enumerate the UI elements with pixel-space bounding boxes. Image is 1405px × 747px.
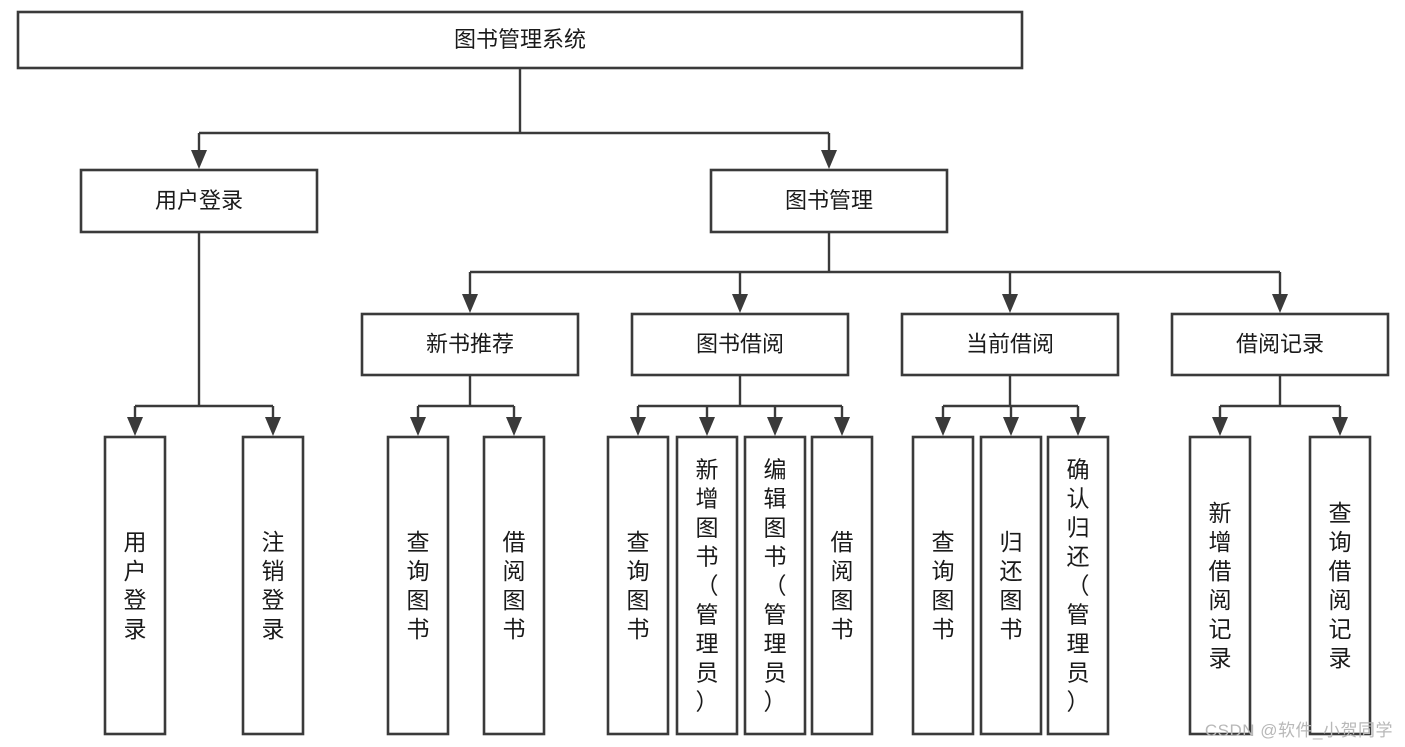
node-box	[241, 435, 305, 736]
node-leaf12[interactable]: 新增借阅记录	[1188, 435, 1252, 736]
node-box	[630, 312, 850, 377]
node-label: 归还图书	[1000, 529, 1023, 642]
node-current[interactable]: 当前借阅	[900, 312, 1120, 377]
node-label: 用户登录	[124, 529, 147, 642]
node-box	[606, 435, 670, 736]
node-label: 查询借阅记录	[1329, 500, 1352, 671]
node-leaf6[interactable]: 新增图书（管理员）	[675, 435, 739, 736]
node-label: 新书推荐	[426, 331, 514, 356]
arrow-head-icon	[1070, 417, 1086, 436]
arrow-head-icon	[462, 294, 478, 313]
arrow-head-icon	[1002, 294, 1018, 313]
arrow-head-icon	[821, 150, 837, 169]
arrow-head-icon	[191, 150, 207, 169]
arrow-head-icon	[410, 417, 426, 436]
node-box	[743, 435, 807, 736]
node-label: 编辑图书（管理员）	[764, 457, 787, 715]
node-box	[386, 435, 450, 736]
node-box	[79, 168, 319, 234]
node-box	[1170, 312, 1390, 377]
node-leaf5[interactable]: 查询图书	[606, 435, 670, 736]
node-label: 图书借阅	[696, 331, 784, 356]
node-label: 查询图书	[407, 529, 430, 642]
node-label: 查询图书	[932, 529, 955, 642]
arrow-head-icon	[767, 417, 783, 436]
arrow-head-icon	[834, 417, 850, 436]
arrow-head-icon	[699, 417, 715, 436]
node-box	[675, 435, 739, 736]
node-label: 借阅记录	[1236, 331, 1324, 356]
node-box	[911, 435, 975, 736]
node-root[interactable]: 图书管理系统	[16, 10, 1024, 70]
arrow-head-icon	[265, 417, 281, 436]
node-box	[1046, 435, 1110, 736]
node-leaf13[interactable]: 查询借阅记录	[1308, 435, 1372, 736]
node-leaf9[interactable]: 查询图书	[911, 435, 975, 736]
node-label: 注销登录	[262, 529, 285, 642]
arrow-head-icon	[1272, 294, 1288, 313]
arrow-head-icon	[630, 417, 646, 436]
arrow-head-icon	[1332, 417, 1348, 436]
node-box	[1308, 435, 1372, 736]
edges-layer	[127, 68, 1348, 436]
node-box	[979, 435, 1043, 736]
arrow-head-icon	[1212, 417, 1228, 436]
node-leaf3[interactable]: 查询图书	[386, 435, 450, 736]
node-label: 借阅图书	[831, 529, 854, 642]
node-box	[16, 10, 1024, 70]
node-label: 图书管理系统	[454, 27, 586, 52]
node-label: 新增借阅记录	[1209, 500, 1232, 671]
nodes-layer: 图书管理系统用户登录图书管理新书推荐图书借阅当前借阅借阅记录用户登录注销登录查询…	[16, 10, 1390, 736]
node-label: 查询图书	[627, 529, 650, 642]
node-box	[709, 168, 949, 234]
node-leaf11[interactable]: 确认归还（管理员）	[1046, 435, 1110, 736]
node-label: 用户登录	[155, 188, 243, 213]
node-box	[360, 312, 580, 377]
node-leaf10[interactable]: 归还图书	[979, 435, 1043, 736]
node-leaf8[interactable]: 借阅图书	[810, 435, 874, 736]
arrow-head-icon	[506, 417, 522, 436]
node-leaf7[interactable]: 编辑图书（管理员）	[743, 435, 807, 736]
node-box	[810, 435, 874, 736]
node-bookmgmt[interactable]: 图书管理	[709, 168, 949, 234]
arrow-head-icon	[732, 294, 748, 313]
node-label: 借阅图书	[503, 529, 526, 642]
node-label: 图书管理	[785, 188, 873, 213]
node-box	[103, 435, 167, 736]
node-record[interactable]: 借阅记录	[1170, 312, 1390, 377]
node-label: 当前借阅	[966, 331, 1054, 356]
node-leaf1[interactable]: 用户登录	[103, 435, 167, 736]
node-box	[900, 312, 1120, 377]
arrow-head-icon	[935, 417, 951, 436]
node-label: 新增图书（管理员）	[696, 457, 719, 715]
node-login[interactable]: 用户登录	[79, 168, 319, 234]
node-newbook[interactable]: 新书推荐	[360, 312, 580, 377]
node-box	[482, 435, 546, 736]
arrow-head-icon	[1003, 417, 1019, 436]
node-box	[1188, 435, 1252, 736]
arrow-head-icon	[127, 417, 143, 436]
node-leaf2[interactable]: 注销登录	[241, 435, 305, 736]
node-label: 确认归还（管理员）	[1067, 457, 1090, 715]
node-borrow[interactable]: 图书借阅	[630, 312, 850, 377]
node-leaf4[interactable]: 借阅图书	[482, 435, 546, 736]
